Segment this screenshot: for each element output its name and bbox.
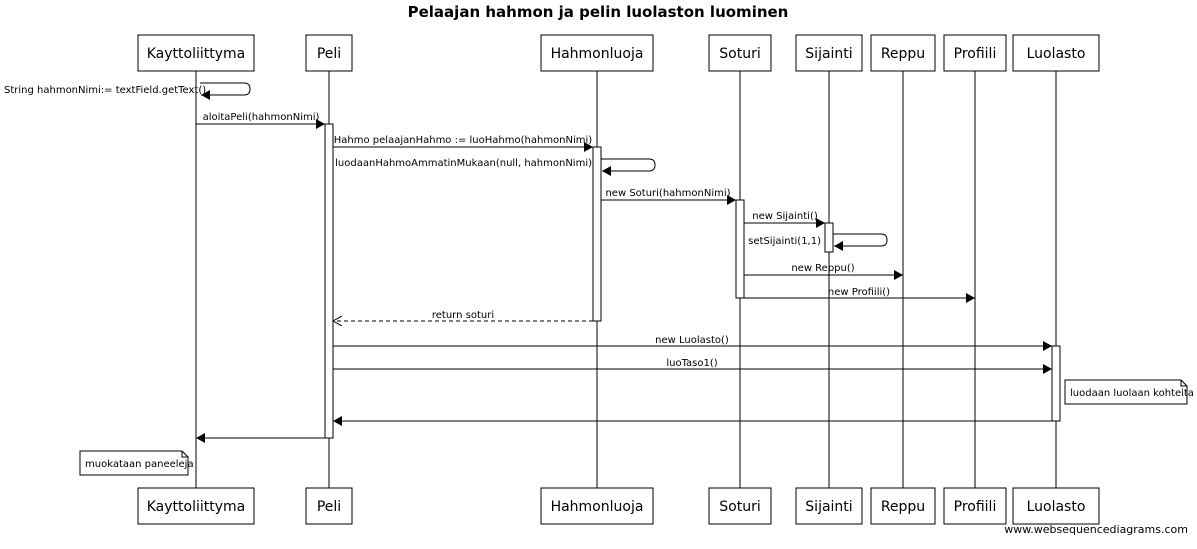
participant-kayttoliittyma-bottom: Kayttoliittyma	[137, 487, 255, 525]
participant-soturi-bottom: Soturi	[708, 487, 772, 525]
message-label: new Reppu()	[791, 263, 854, 274]
participant-box	[943, 487, 1007, 525]
participant-box	[137, 487, 255, 525]
participant-label: Luolasto	[1027, 499, 1086, 515]
participant-hahmonluoja-top: Hahmonluoja	[540, 34, 654, 72]
participant-label: Reppu	[881, 46, 925, 62]
participant-sijainti-bottom: Sijainti	[795, 487, 863, 525]
participant-box	[795, 487, 863, 525]
participant-label: Reppu	[881, 499, 925, 515]
messages: String hahmonNimi:= textField.getText() a…	[4, 82, 1052, 443]
participant-box	[870, 487, 936, 525]
participant-label: Profiili	[954, 46, 997, 62]
participant-box	[870, 34, 936, 72]
diagram-title: Pelaajan hahmon ja pelin luolaston luomi…	[408, 3, 789, 21]
participant-label: Profiili	[954, 499, 997, 515]
activation-peli	[324, 123, 334, 439]
participant-label: Sijainti	[805, 46, 852, 62]
message-label: String hahmonNimi:= textField.getText()	[4, 85, 206, 96]
message-arrow	[601, 158, 656, 176]
participant-kayttoliittyma-top: Kayttoliittyma	[137, 34, 255, 72]
message-arrow	[833, 233, 888, 251]
activation-soturi	[735, 199, 745, 299]
note-text: luodaan luolaan kohteita	[1070, 388, 1194, 399]
note-fold	[181, 451, 188, 458]
participant-box	[795, 34, 863, 72]
activations	[324, 123, 1061, 439]
participant-profiili-top: Profiili	[943, 34, 1007, 72]
participant-label: Hahmonluoja	[551, 46, 644, 62]
participant-label: Peli	[317, 499, 341, 515]
participant-box	[708, 487, 772, 525]
participant-box	[1012, 487, 1100, 525]
message-3: luodaanHahmoAmmatinMukaan(null, hahmonNi…	[335, 158, 656, 176]
message-label: Hahmo pelaajanHahmo := luoHahmo(hahmonNi…	[334, 135, 593, 146]
participant-hahmonluoja-bottom: Hahmonluoja	[540, 487, 654, 525]
participant-label: Soturi	[719, 46, 760, 62]
participant-box	[540, 487, 654, 525]
participant-box	[943, 34, 1007, 72]
participants-top: Kayttoliittyma Peli Hahmonluoja Soturi Sijai…	[137, 34, 1100, 72]
watermark: www.websequencediagrams.com	[1004, 523, 1188, 536]
message-11: luoTaso1()	[333, 358, 1052, 374]
participant-sijainti-top: Sijainti	[795, 34, 863, 72]
message-1: aloitaPeli(hahmonNimi)	[196, 112, 325, 129]
message-label: aloitaPeli(hahmonNimi)	[203, 112, 320, 123]
message-arrow	[200, 82, 251, 100]
participant-label: Sijainti	[805, 499, 852, 515]
message-label: new Soturi(hahmonNimi)	[605, 188, 730, 199]
participants-bottom: Kayttoliittyma Peli Hahmonluoja Soturi Sijai…	[137, 487, 1100, 525]
participant-label: Kayttoliittyma	[147, 46, 246, 62]
message-5: new Sijainti()	[744, 211, 825, 228]
participant-soturi-top: Soturi	[708, 34, 772, 72]
note-kayttoliittyma: muokataan paneeleja	[79, 450, 194, 476]
participant-box	[1012, 34, 1100, 72]
note-text: muokataan paneeleja	[85, 459, 194, 470]
message-label: setSijainti(1,1)	[748, 236, 821, 247]
participant-box	[137, 34, 255, 72]
participant-peli-top: Peli	[305, 34, 353, 72]
participant-label: Peli	[317, 46, 341, 62]
activation-hahmonluoja	[592, 146, 602, 322]
note-box	[79, 450, 189, 476]
participant-profiili-bottom: Profiili	[943, 487, 1007, 525]
participant-peli-bottom: Peli	[305, 487, 353, 525]
note-box	[1064, 379, 1188, 405]
participant-reppu-bottom: Reppu	[870, 487, 936, 525]
message-4: new Soturi(hahmonNimi)	[601, 188, 736, 205]
message-10: new Luolasto()	[333, 335, 1052, 351]
participant-label: Luolasto	[1027, 46, 1086, 62]
message-label: luoTaso1()	[666, 358, 717, 369]
participant-label: Kayttoliittyma	[147, 499, 246, 515]
participant-box	[305, 34, 353, 72]
participant-luolasto-top: Luolasto	[1012, 34, 1100, 72]
participant-luolasto-bottom: Luolasto	[1012, 487, 1100, 525]
message-label: return soturi	[432, 310, 494, 321]
participant-box	[305, 487, 353, 525]
participant-box	[540, 34, 654, 72]
participant-reppu-top: Reppu	[870, 34, 936, 72]
notes: luodaan luolaan kohteita muokataan paneel…	[79, 379, 1194, 476]
message-9: return soturi	[333, 310, 593, 321]
participant-label: Soturi	[719, 499, 760, 515]
message-label: new Luolasto()	[655, 335, 729, 346]
message-7: new Reppu()	[744, 263, 903, 280]
message-2: Hahmo pelaajanHahmo := luoHahmo(hahmonNi…	[333, 135, 593, 152]
message-label: luodaanHahmoAmmatinMukaan(null, hahmonNi…	[335, 158, 592, 169]
message-label: new Profiili()	[828, 287, 890, 298]
message-label: new Sijainti()	[752, 211, 818, 222]
note-luolasto: luodaan luolaan kohteita	[1064, 379, 1194, 405]
activation-sijainti	[824, 222, 834, 253]
activation-luolasto	[1051, 345, 1061, 422]
message-6: setSijainti(1,1)	[748, 233, 888, 251]
participant-box	[708, 34, 772, 72]
message-0: String hahmonNimi:= textField.getText()	[4, 82, 251, 100]
note-fold	[1180, 380, 1187, 387]
message-8: new Profiili()	[744, 287, 975, 303]
participant-label: Hahmonluoja	[551, 499, 644, 515]
